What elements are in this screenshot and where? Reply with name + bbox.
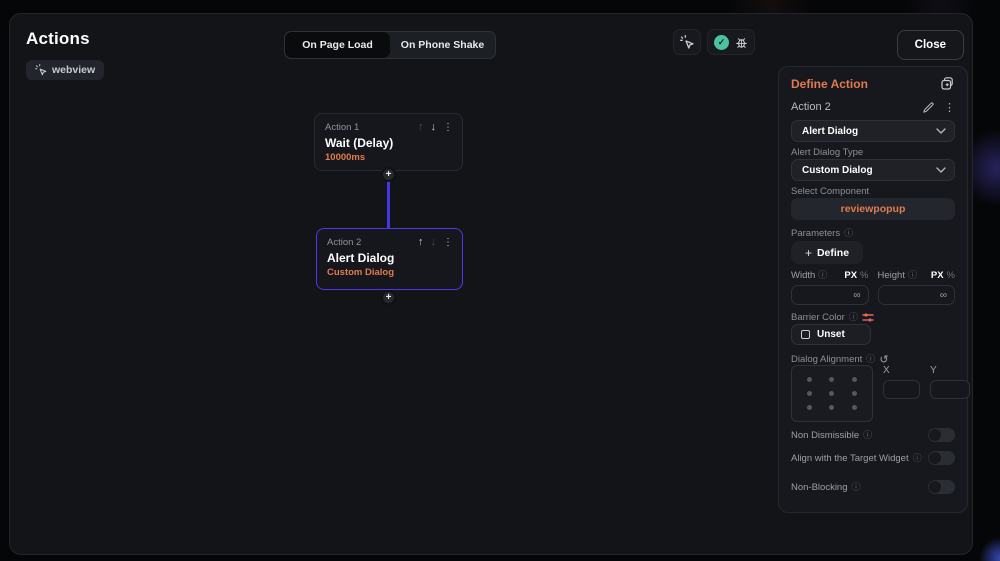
cursor-click-icon — [680, 35, 694, 49]
info-icon: ⓘ — [912, 452, 922, 463]
node-menu-icon[interactable]: ⋮ — [443, 236, 453, 248]
action-node-title: Wait (Delay) — [325, 136, 394, 150]
chevron-down-icon — [936, 128, 946, 134]
move-down-icon: ↓ — [430, 236, 437, 248]
trigger-tabbar: On Page Load On Phone Shake — [284, 31, 496, 59]
info-icon: ⓘ — [863, 429, 873, 440]
action-type-dropdown[interactable]: Alert Dialog — [791, 120, 955, 142]
info-icon: ⓘ — [848, 312, 858, 322]
width-unit-percent[interactable]: % — [860, 270, 869, 281]
info-icon: ⓘ — [907, 270, 917, 280]
alignment-dot[interactable] — [852, 390, 858, 396]
alignment-dot[interactable] — [852, 405, 858, 411]
select-component-label: Select Component — [791, 186, 870, 197]
action-node-subtitle: 10000ms — [325, 152, 366, 163]
info-icon: ⓘ — [844, 228, 854, 238]
check-circle-icon: ✓ — [714, 34, 729, 50]
tab-on-phone-shake[interactable]: On Phone Shake — [400, 39, 485, 51]
alignment-dot[interactable] — [829, 376, 835, 382]
validation-debug-button[interactable]: ✓ — [707, 29, 755, 55]
add-action-button[interactable]: + — [381, 290, 396, 305]
reset-icon[interactable]: ↺ — [879, 354, 889, 366]
action-node-2[interactable]: Action 2 ↑ ↓ ⋮ Alert Dialog Custom Dialo… — [316, 228, 463, 290]
flow-connector-line — [387, 174, 390, 232]
move-up-icon: ↑ — [418, 121, 424, 133]
define-parameters-button[interactable]: + Define — [791, 241, 863, 264]
width-input[interactable]: ∞ — [791, 285, 869, 305]
selected-action-label: Action 2 — [791, 101, 831, 113]
action-node-1[interactable]: Action 1 ↑ ↓ ⋮ Wait (Delay) 10000ms — [314, 113, 463, 171]
move-down-icon[interactable]: ↓ — [430, 121, 437, 133]
unset-label: Unset — [817, 329, 845, 340]
plus-icon: + — [804, 245, 812, 260]
move-up-icon[interactable]: ↑ — [418, 236, 424, 248]
barrier-color-unset-button[interactable]: Unset — [791, 324, 871, 345]
y-label: Y — [930, 365, 937, 376]
width-field-group: Width ⓘ PX % ∞ — [791, 270, 869, 308]
action-node-label: Action 2 — [327, 236, 362, 248]
height-unit-percent[interactable]: % — [946, 270, 955, 281]
cursor-click-icon — [35, 64, 47, 76]
test-cursor-button[interactable] — [673, 29, 701, 55]
parameters-label: Parameters — [791, 228, 841, 239]
page-title: Actions — [26, 29, 90, 48]
align-target-widget-label: Align with the Target Widget — [791, 452, 909, 464]
info-icon: ⓘ — [851, 481, 861, 492]
alignment-dot[interactable] — [829, 405, 835, 411]
trigger-target-label: webview — [52, 64, 96, 76]
width-label: Width — [791, 270, 816, 281]
add-action-button[interactable]: + — [381, 167, 396, 182]
alignment-dot[interactable] — [852, 376, 858, 382]
alert-dialog-type-value: Custom Dialog — [802, 164, 873, 176]
copy-action-icon[interactable] — [939, 76, 955, 92]
header-iconbar: ✓ — [673, 29, 755, 55]
alert-dialog-type-label: Alert Dialog Type — [791, 147, 864, 158]
height-input[interactable]: ∞ — [877, 285, 955, 305]
unset-checkbox — [801, 330, 810, 339]
alignment-x-input[interactable] — [883, 380, 920, 399]
edit-pencil-icon[interactable] — [922, 101, 935, 114]
action-node-label: Action 1 — [325, 121, 360, 133]
non-dismissible-label: Non Dismissible — [791, 429, 860, 441]
height-unit-px[interactable]: PX — [930, 270, 944, 281]
barrier-color-label: Barrier Color — [791, 312, 845, 323]
panel-title: Define Action — [791, 77, 868, 91]
color-sliders-icon[interactable] — [862, 312, 874, 323]
alignment-dot[interactable] — [829, 390, 835, 396]
non-blocking-toggle[interactable] — [928, 480, 955, 494]
width-unit-px[interactable]: PX — [844, 270, 858, 281]
selected-component-button[interactable]: reviewpopup — [791, 198, 955, 220]
define-button-label: Define — [816, 246, 850, 259]
dialog-alignment-label: Dialog Alignment — [791, 354, 863, 365]
trigger-target-chip[interactable]: webview — [26, 60, 105, 80]
action-type-value: Alert Dialog — [802, 125, 859, 137]
alignment-dot[interactable] — [806, 405, 812, 411]
info-icon: ⓘ — [818, 270, 828, 280]
x-label: X — [883, 365, 890, 376]
alert-dialog-type-dropdown[interactable]: Custom Dialog — [791, 159, 955, 181]
non-dismissible-toggle[interactable] — [928, 428, 955, 442]
alignment-x-group: X — [883, 365, 920, 399]
action-node-title: Alert Dialog — [327, 251, 395, 265]
action-menu-icon[interactable]: ⋮ — [944, 101, 955, 114]
node-menu-icon[interactable]: ⋮ — [443, 121, 453, 133]
chevron-down-icon — [936, 167, 946, 173]
bug-icon — [736, 37, 747, 48]
define-action-panel: Define Action Action 2 ⋮ Alert Dialog Al… — [778, 66, 970, 513]
actions-dialog: Actions webview On Page Load On Phone Sh… — [9, 13, 973, 555]
height-label: Height — [877, 270, 905, 281]
non-blocking-label: Non-Blocking — [791, 481, 848, 493]
tab-on-page-load[interactable]: On Page Load — [285, 32, 390, 58]
alignment-y-group: Y — [930, 365, 970, 399]
close-button[interactable]: Close — [896, 30, 964, 60]
align-target-widget-toggle[interactable] — [928, 451, 955, 465]
height-field-group: Height ⓘ PX % ∞ — [877, 270, 955, 308]
alignment-y-input[interactable] — [930, 380, 970, 399]
info-icon: ⓘ — [866, 354, 876, 364]
alignment-dot[interactable] — [806, 376, 812, 382]
alignment-grid[interactable] — [791, 365, 873, 422]
alignment-dot[interactable] — [806, 390, 812, 396]
action-node-subtitle: Custom Dialog — [327, 267, 395, 278]
